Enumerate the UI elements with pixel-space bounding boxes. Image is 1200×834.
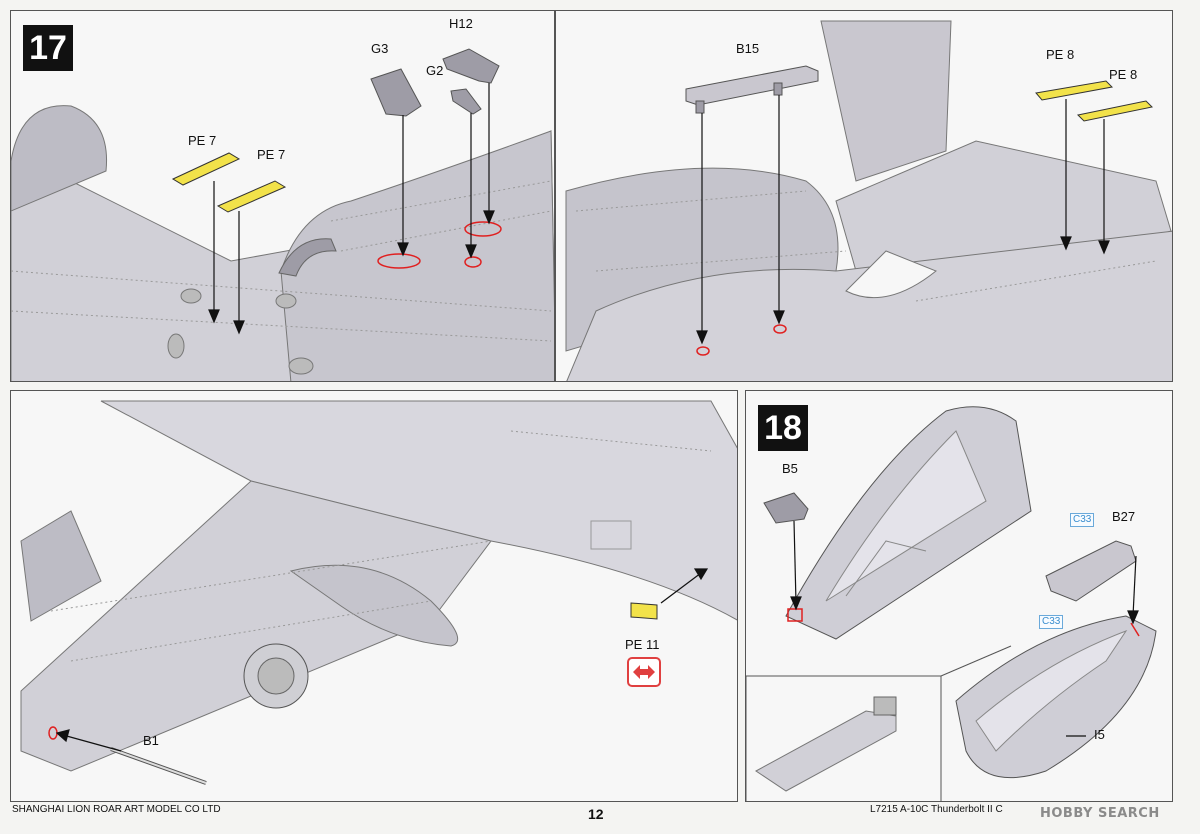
- flip-direction-icon: [627, 657, 661, 687]
- part-label-pe8-right: PE 8: [1109, 67, 1138, 82]
- part-label-b5: B5: [782, 461, 798, 476]
- page-number: 12: [588, 806, 604, 822]
- part-label-pe7-right: PE 7: [257, 147, 286, 162]
- part-label-i5: I5: [1094, 727, 1105, 742]
- watermark-logo: HOBBY SEARCH: [1040, 806, 1160, 821]
- part-label-g2: G2: [426, 63, 444, 78]
- step17-wing-panel: PE 11 B1: [10, 390, 738, 802]
- part-label-b27: B27: [1112, 509, 1136, 524]
- part-label-c33-lower: C33: [1039, 615, 1064, 629]
- part-label-b1: B1: [143, 733, 159, 748]
- step18-illustration: [746, 406, 1157, 801]
- part-label-pe7-left: PE 7: [188, 133, 217, 148]
- step17-tail-panel: B15 PE 8 PE 8: [555, 10, 1173, 382]
- double-arrow-icon: [633, 665, 655, 679]
- part-label-b15: B15: [736, 41, 760, 56]
- part-label-g3: G3: [371, 41, 389, 56]
- step-number-badge: 18: [758, 405, 808, 451]
- part-label-pe11: PE 11: [625, 637, 660, 652]
- tail-illustration: [565, 20, 1172, 381]
- company-name: SHANGHAI LION ROAR ART MODEL CO LTD: [12, 804, 221, 815]
- step17-illustration: [11, 48, 554, 381]
- part-label-c33-upper: C33: [1070, 513, 1095, 527]
- step18-panel: 18 B5 C33 B27 C33 I5: [745, 390, 1173, 802]
- wing-illustration: [20, 400, 737, 785]
- product-name: L7215 A-10C Thunderbolt II C: [870, 804, 1003, 815]
- step-number-badge: 17: [23, 25, 73, 71]
- part-label-h12: H12: [449, 16, 473, 31]
- part-label-pe8-left: PE 8: [1046, 47, 1075, 62]
- step17-panel: 17 G3 H12 G2 PE 7 PE 7: [10, 10, 555, 382]
